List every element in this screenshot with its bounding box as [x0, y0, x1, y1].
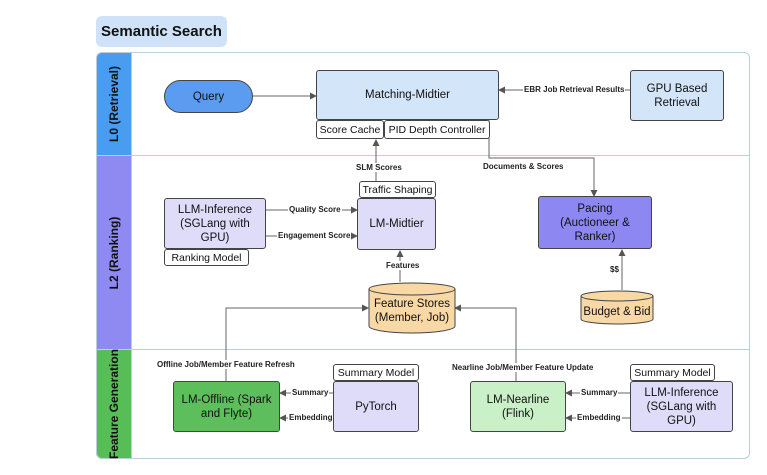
edge-label-quality-score: Quality Score: [288, 205, 342, 214]
budget-bid-cylinder: [580, 290, 654, 325]
pytorch-node[interactable]: PyTorch: [333, 381, 419, 432]
lane-divider: [96, 155, 750, 156]
gpu-retrieval-node[interactable]: GPU Based Retrieval: [630, 70, 724, 121]
query-node[interactable]: Query: [164, 80, 253, 113]
edge-label-documents-scores: Documents & Scores: [482, 162, 565, 171]
edge-label-embedding-left: Embedding: [288, 413, 334, 422]
lm-midtier-node[interactable]: LM-Midtier: [357, 198, 436, 250]
edge-label-ebr: EBR Job Retrieval Results: [523, 85, 626, 94]
edge-label-summary-right: Summary: [580, 388, 619, 397]
lm-offline-node[interactable]: LM-Offline (Spark and Flyte): [173, 381, 280, 432]
summary-model-left-node[interactable]: Summary Model: [333, 364, 419, 381]
lane-generation: Feature Generation: [96, 349, 132, 459]
page-title: Semantic Search: [96, 16, 227, 47]
edge-label-summary-left: Summary: [291, 388, 330, 397]
feature-stores-node[interactable]: Feature Stores (Member, Job): [373, 298, 451, 324]
llm-inference-bottom-node[interactable]: LLM-Inference (SGLang with GPU): [630, 381, 733, 432]
matching-midtier-node[interactable]: Matching-Midtier: [316, 70, 499, 120]
pid-depth-controller-node[interactable]: PID Depth Controller: [384, 120, 490, 139]
edge-label-features: Features: [385, 261, 421, 270]
traffic-shaping-node[interactable]: Traffic Shaping: [359, 181, 436, 198]
edge-label-offline-refresh: Offline Job/Member Feature Refresh: [156, 360, 296, 369]
lane-divider: [96, 349, 750, 350]
edge-label-nearline-update: Nearline Job/Member Feature Update: [451, 363, 595, 372]
budget-bid-node[interactable]: Budget & Bid: [583, 306, 651, 318]
edge-label-embedding-right: Embedding: [576, 413, 622, 422]
lm-nearline-node[interactable]: LM-Nearline (Flink): [470, 381, 566, 432]
ranking-model-node[interactable]: Ranking Model: [164, 249, 249, 266]
summary-model-right-node[interactable]: Summary Model: [630, 364, 715, 381]
feature-stores-cylinder: [368, 282, 456, 334]
edge-label-engagement-score: Engagement Score: [277, 231, 352, 240]
lane-ranking: L2 (Ranking): [96, 155, 132, 350]
edge-label-money: $$: [609, 265, 620, 274]
llm-inference-top-node[interactable]: LLM-Inference (SGLang with GPU): [164, 198, 266, 249]
edge-label-slm-scores: SLM Scores: [355, 163, 403, 172]
score-cache-node[interactable]: Score Cache: [316, 120, 384, 139]
pacing-node[interactable]: Pacing (Auctioneer & Ranker): [538, 196, 652, 249]
